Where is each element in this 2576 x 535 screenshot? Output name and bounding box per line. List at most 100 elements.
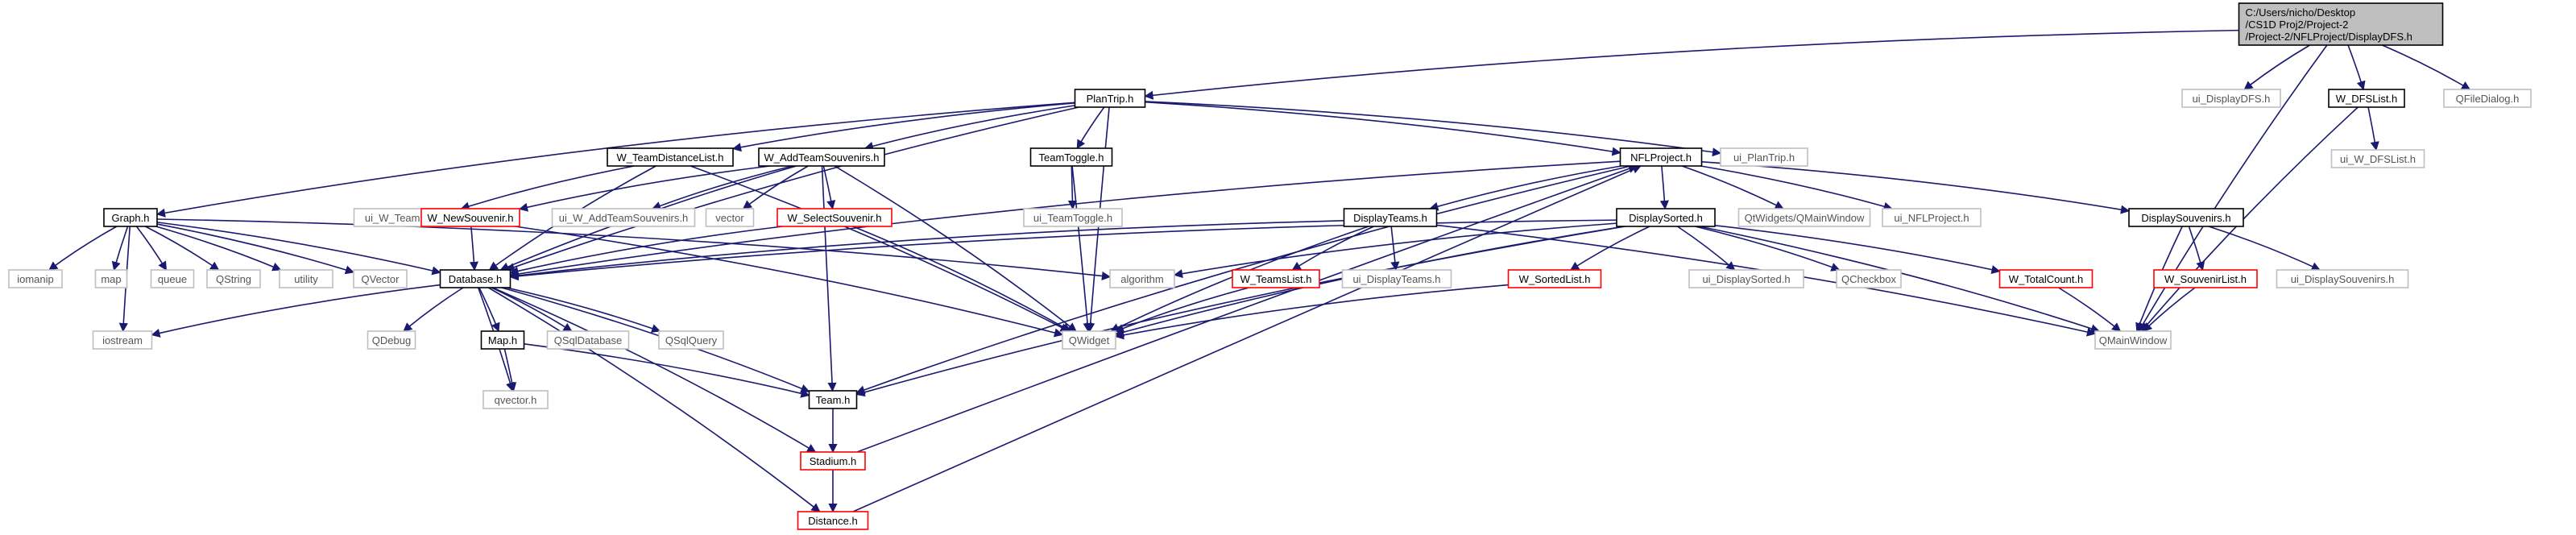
edge-w_dfslist-to-qmainwindow xyxy=(2140,106,2359,332)
node-box xyxy=(2181,89,2281,108)
node-label: ui_DisplayTeams.h xyxy=(1352,273,1440,285)
node-box xyxy=(1507,269,1602,288)
node-vector: vector xyxy=(705,208,755,227)
edge-nflproject-to-ui_nflproject xyxy=(1700,165,1893,211)
edge-w_selectsouvenir-to-qwidget xyxy=(852,226,1072,332)
edge-root-to-ui_displaydfs xyxy=(2243,44,2310,90)
edge-w_totalcount-to-qmainwindow xyxy=(2058,287,2122,332)
node-label: Stadium.h xyxy=(810,455,857,467)
edge-graph-to-queue xyxy=(135,226,168,271)
node-displayteams: DisplayTeams.h xyxy=(1343,208,1438,227)
edge-nflproject-to-displaysouvenirs xyxy=(1701,161,2131,214)
edge-displaysorted-to-ui_displaysorted xyxy=(1677,226,1736,271)
edge-displaysorted-to-algorithm xyxy=(1173,222,1617,279)
edge-w_addteamsouvenirs-to-w_newsouvenir xyxy=(518,165,771,212)
node-w-totalcount: W_TotalCount.h xyxy=(1998,269,2094,288)
edge-plantrip-to-w_teamdistancelist xyxy=(731,102,1075,152)
node-box xyxy=(1882,208,1982,227)
node-label: qvector.h xyxy=(495,394,537,406)
node-box xyxy=(2443,89,2532,108)
node-label: ui_TeamToggle.h xyxy=(1033,212,1112,224)
node-box xyxy=(800,451,866,471)
node-label: ui_W_AddTeamSouvenirs.h xyxy=(559,212,688,224)
edge-nflproject-to-displayteams xyxy=(1429,165,1621,211)
node-box xyxy=(1341,269,1452,288)
edge-maph-to-qvectorh xyxy=(503,348,517,392)
node-label: QFileDialog.h xyxy=(2456,93,2520,105)
edge-root-to-qmainwindow xyxy=(2138,44,2328,332)
node-box xyxy=(353,269,408,288)
node-w-dfslist: W_DFSList.h xyxy=(2328,89,2405,108)
node-distance: Distance.h xyxy=(797,511,869,530)
node-label: ui_DisplaySorted.h xyxy=(1702,273,1790,285)
node-box xyxy=(607,147,734,167)
edge-w_addteamsouvenirs-to-vector xyxy=(742,165,809,209)
edge-displayteams-to-database xyxy=(509,220,1344,280)
node-box xyxy=(1062,330,1116,350)
edge-graph-to-iomanip xyxy=(48,226,118,271)
node-box xyxy=(1619,147,1703,167)
node-label: QVector xyxy=(362,273,400,285)
edge-graph-to-algorithm xyxy=(156,218,1112,281)
edge-w_sortedlist-to-qwidget xyxy=(1114,284,1509,340)
edge-database-to-qsqldatabase xyxy=(491,287,573,332)
edge-root-to-w_dfslist xyxy=(2347,44,2366,91)
node-box xyxy=(94,269,128,288)
node-box xyxy=(1109,269,1175,288)
edge-w_addteamsouvenirs-to-team xyxy=(821,165,837,392)
edge-teamtoggle-to-ui_teamtoggle xyxy=(1067,165,1078,210)
edge-displaysorted-to-w_totalcount xyxy=(1714,225,2001,275)
node-label: TeamToggle.h xyxy=(1039,151,1104,164)
edge-teamtoggle-to-qwidget xyxy=(1071,165,1092,333)
edge-root-to-plantrip xyxy=(1144,29,2239,100)
node-label: QSqlDatabase xyxy=(554,334,623,346)
node-teamtoggle: TeamToggle.h xyxy=(1029,147,1113,167)
node-label: QCheckbox xyxy=(1841,273,1896,285)
node-label: DisplayTeams.h xyxy=(1353,212,1427,224)
node-label: DisplaySouvenirs.h xyxy=(2141,212,2230,224)
node-w-souvenirlist: W_SouvenirList.h xyxy=(2153,269,2258,288)
node-box xyxy=(1737,208,1871,227)
node-label: W_SelectSouvenir.h xyxy=(787,212,881,224)
edge-w_addteamsouvenirs-to-w_selectsouvenir xyxy=(822,165,836,210)
node-ui-nflproject: ui_NFLProject.h xyxy=(1882,208,1982,227)
node-label: algorithm xyxy=(1120,273,1163,285)
node-qdebug: QDebug xyxy=(367,330,416,350)
edge-plantrip-to-ui_plantrip xyxy=(1145,101,1722,157)
node-label: ui_NFLProject.h xyxy=(1894,212,1969,224)
node-map: map xyxy=(94,269,128,288)
node-box xyxy=(546,330,630,350)
node-label: ui_PlanTrip.h xyxy=(1733,151,1795,164)
edge-database-to-maph xyxy=(478,287,500,333)
node-label: W_NewSouvenir.h xyxy=(428,212,514,224)
node-qmainwindow: QMainWindow xyxy=(2094,330,2172,350)
node-box xyxy=(439,269,511,288)
node-w-teamslist: W_TeamsList.h xyxy=(1232,269,1320,288)
edge-displaysorted-to-team xyxy=(855,226,1626,397)
node-displaysorted: DisplaySorted.h xyxy=(1616,208,1716,227)
node-root: C:/Users/nicho/Desktop/CS1D Proj2/Projec… xyxy=(2238,2,2444,46)
node-label: W_TotalCount.h xyxy=(2009,273,2084,285)
node-label: iomanip xyxy=(17,273,54,285)
node-nflproject: NFLProject.h xyxy=(1619,147,1703,167)
edge-nflproject-to-team xyxy=(855,165,1631,395)
node-ui-displaysouvenirs: ui_DisplaySouvenirs.h xyxy=(2276,269,2409,288)
node-box xyxy=(2276,269,2409,288)
edge-w_teamdistancelist-to-ui_w_teamdistancelist xyxy=(460,165,635,211)
node-label: QMainWindow xyxy=(2099,334,2168,346)
node-ui-teamtoggle: ui_TeamToggle.h xyxy=(1023,208,1123,227)
edge-stadium-to-nflproject xyxy=(856,164,1638,453)
node-label: W_SouvenirList.h xyxy=(2164,273,2247,285)
edge-w_selectsouvenir-to-database xyxy=(509,226,783,276)
node-box xyxy=(2330,149,2425,168)
edge-graph-to-database xyxy=(156,222,441,276)
node-ui-w-addteamsouvenirs: ui_W_AddTeamSouvenirs.h xyxy=(551,208,696,227)
node-box xyxy=(480,330,525,350)
edge-w_teamslist-to-qwidget xyxy=(1114,287,1249,333)
edge-w_newsouvenir-to-qwidget xyxy=(515,226,1064,338)
node-label: QString xyxy=(216,273,251,285)
edge-database-to-stadium xyxy=(492,287,817,453)
node-algorithm: algorithm xyxy=(1109,269,1175,288)
node-qsqldatabase: QSqlDatabase xyxy=(546,330,630,350)
